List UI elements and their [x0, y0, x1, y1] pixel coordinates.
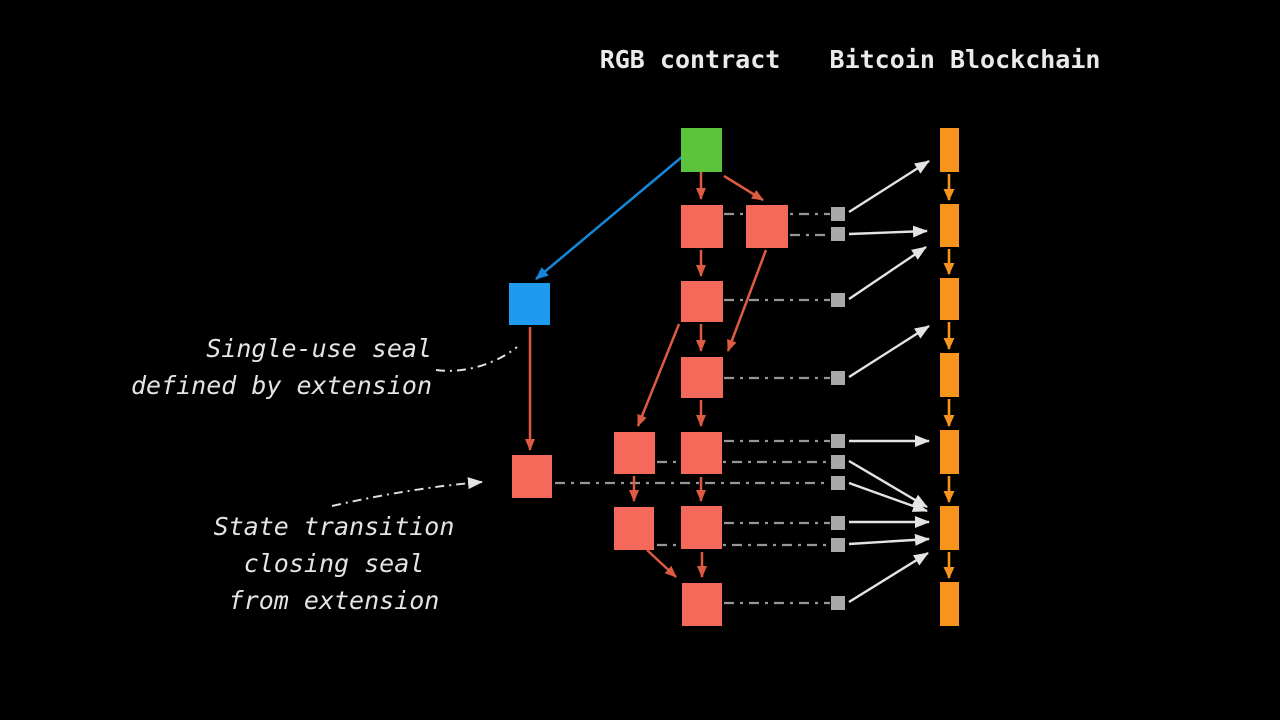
witness-to-block-arrow [848, 459, 928, 509]
annotation-line: closing seal [243, 549, 425, 578]
transition-node-6 [682, 583, 722, 626]
bitcoin-blockchain-heading: Bitcoin Blockchain [829, 45, 1101, 74]
bitcoin-block [940, 353, 959, 397]
bitcoin-block [940, 430, 959, 474]
witness-tx [831, 207, 845, 221]
closing-annotation-pointer [331, 477, 483, 507]
witness-tx [831, 596, 845, 610]
witness-to-block-arrow [848, 159, 930, 214]
state-transition-arrow [726, 249, 768, 352]
witness-tx [831, 227, 845, 241]
transition-node-2 [681, 281, 723, 322]
extension-arrow [535, 145, 696, 280]
witness-tx [831, 371, 845, 385]
transition-node-4b [681, 432, 722, 474]
witness-tx [831, 434, 845, 448]
witness-to-block-arrow [848, 246, 927, 300]
annotation-line: Single-use seal [206, 334, 432, 363]
genesis-node [681, 128, 722, 172]
single-use-seal-annotation: Single-use seal defined by extension [110, 330, 432, 404]
witness-tx [831, 516, 845, 530]
witness-to-block-arrow [848, 225, 928, 238]
witness-to-block-arrow [848, 533, 930, 546]
transition-node-5a [614, 507, 654, 550]
extension-transition-node [512, 455, 552, 498]
bitcoin-block [940, 506, 959, 550]
witness-tx [831, 455, 845, 469]
witness-to-block-arrow [848, 324, 930, 379]
transition-node-5b [681, 506, 722, 549]
bitcoin-block [940, 582, 959, 626]
transition-node-1b [746, 205, 788, 248]
witness-to-block-arrow [848, 481, 928, 513]
transition-node-3 [681, 357, 723, 398]
closing-seal-annotation: State transition closing seal from exten… [184, 508, 484, 619]
annotation-line: from extension [228, 586, 440, 615]
witness-tx [831, 293, 845, 307]
state-transition-arrow [636, 323, 681, 427]
bitcoin-block [940, 128, 959, 172]
state-transition-arrow [646, 549, 677, 578]
extension-seal-node [509, 283, 550, 325]
annotation-line: defined by extension [130, 371, 432, 400]
witness-tx [831, 476, 845, 490]
witness-to-block-arrow [848, 551, 929, 604]
witness-tx [831, 538, 845, 552]
transition-node-1a [681, 205, 723, 248]
state-transition-arrow [723, 174, 764, 202]
rgb-contract-heading: RGB contract [599, 45, 781, 74]
seal-annotation-pointer [435, 346, 518, 372]
bitcoin-block [940, 278, 959, 320]
annotation-line: State transition [213, 512, 455, 541]
bitcoin-block [940, 204, 959, 247]
transition-node-4a [614, 432, 655, 474]
